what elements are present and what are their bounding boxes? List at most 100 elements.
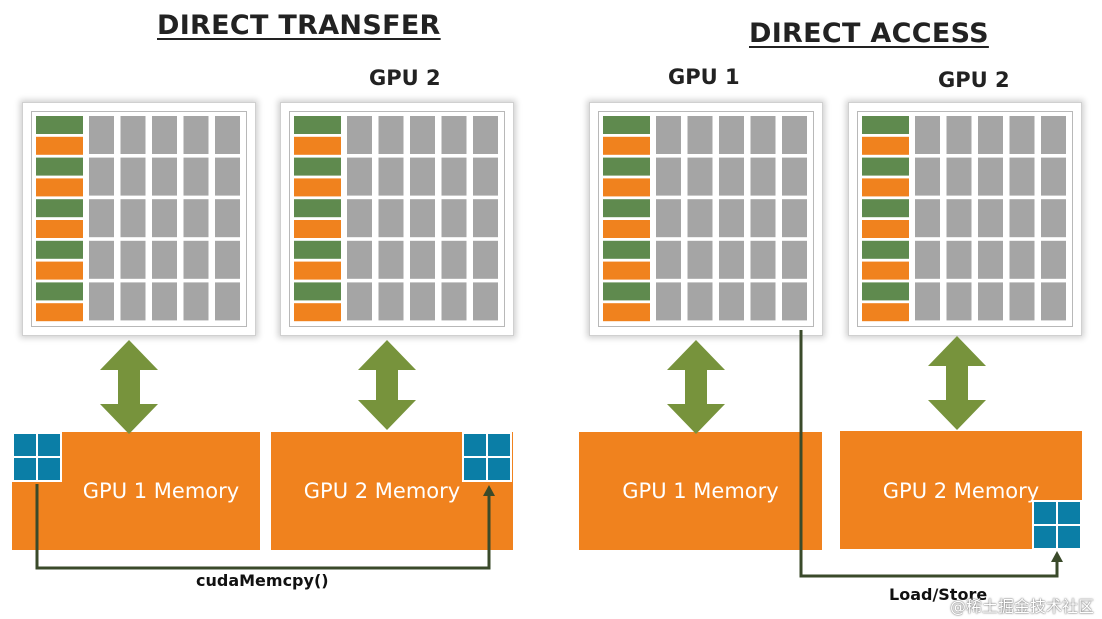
core-cell	[441, 116, 467, 154]
core-cell	[473, 157, 498, 196]
core-cell	[473, 240, 498, 279]
core-cell	[750, 116, 776, 154]
core-cell	[183, 282, 209, 321]
core-cell	[656, 240, 681, 279]
core-cell	[410, 116, 435, 154]
source-data-block	[12, 432, 62, 482]
core-cell	[183, 199, 209, 238]
control-unit-cell	[603, 116, 650, 134]
cudamemcpy-label: cudaMemcpy()	[196, 571, 329, 590]
core-cell	[473, 116, 498, 154]
core-cell	[1041, 116, 1066, 154]
core-cell	[347, 199, 372, 238]
core-cell	[782, 240, 807, 279]
core-cell	[441, 199, 467, 238]
dest-data-block	[462, 432, 512, 482]
cache-cell	[294, 220, 341, 238]
load-store-arrowhead	[1051, 551, 1063, 562]
core-cell	[215, 157, 240, 196]
control-unit-cell	[36, 157, 83, 176]
core-cell	[120, 282, 146, 321]
core-cell	[782, 199, 807, 238]
core-cell	[915, 282, 940, 321]
core-cell	[1009, 199, 1035, 238]
left-gpu2-chip	[280, 102, 514, 336]
core-cell	[978, 240, 1003, 279]
core-cell	[347, 116, 372, 154]
direct-transfer-title: DIRECT TRANSFER	[157, 10, 441, 41]
left-gpu2-core-grid	[294, 116, 498, 322]
core-cell	[89, 282, 114, 321]
control-unit-cell	[294, 157, 341, 176]
cache-cell	[36, 136, 83, 155]
core-cell	[378, 199, 404, 238]
core-cell	[719, 157, 744, 196]
control-unit-cell	[603, 199, 650, 218]
core-cell	[978, 116, 1003, 154]
core-cell	[719, 240, 744, 279]
core-cell	[750, 240, 776, 279]
control-unit-cell	[603, 157, 650, 176]
cache-cell	[862, 178, 909, 197]
control-unit-cell	[36, 116, 83, 134]
core-cell	[120, 116, 146, 154]
core-cell	[473, 282, 498, 321]
core-cell	[1041, 240, 1066, 279]
core-cell	[120, 240, 146, 279]
right-gpu2-core-grid	[862, 116, 1066, 322]
core-cell	[1009, 116, 1035, 154]
right-gpu2-label: GPU 2	[938, 68, 1010, 92]
core-cell	[89, 240, 114, 279]
core-cell	[656, 282, 681, 321]
left-gpu2-memory-label: GPU 2 Memory	[303, 479, 461, 503]
cache-cell	[36, 303, 83, 322]
core-cell	[378, 157, 404, 196]
core-cell	[782, 157, 807, 196]
core-cell	[120, 199, 146, 238]
core-cell	[1009, 282, 1035, 321]
core-cell	[915, 157, 940, 196]
core-cell	[687, 116, 713, 154]
control-unit-cell	[294, 282, 341, 301]
core-cell	[946, 199, 972, 238]
core-cell	[687, 157, 713, 196]
core-cell	[152, 199, 177, 238]
cache-cell	[862, 261, 909, 280]
core-cell	[89, 199, 114, 238]
core-cell	[152, 116, 177, 154]
core-cell	[719, 199, 744, 238]
control-unit-cell	[862, 199, 909, 218]
core-cell	[915, 199, 940, 238]
control-unit-cell	[862, 282, 909, 301]
core-cell	[978, 282, 1003, 321]
control-unit-cell	[862, 240, 909, 259]
core-cell	[719, 116, 744, 154]
core-cell	[410, 282, 435, 321]
cache-cell	[294, 178, 341, 197]
left-gpu2-double-arrow	[358, 340, 416, 430]
core-cell	[1009, 240, 1035, 279]
core-cell	[410, 240, 435, 279]
core-cell	[378, 116, 404, 154]
cudamemcpy-path	[35, 484, 491, 570]
right-gpu1-label: GPU 1	[668, 65, 740, 89]
cache-cell	[36, 261, 83, 280]
control-unit-cell	[603, 240, 650, 259]
core-cell	[915, 240, 940, 279]
core-cell	[215, 240, 240, 279]
right-gpu1-core-grid	[603, 116, 807, 322]
control-unit-cell	[36, 240, 83, 259]
core-cell	[183, 240, 209, 279]
core-cell	[656, 199, 681, 238]
core-cell	[183, 116, 209, 154]
core-cell	[782, 282, 807, 321]
cache-cell	[603, 261, 650, 280]
core-cell	[687, 282, 713, 321]
cache-cell	[603, 136, 650, 155]
cache-cell	[294, 261, 341, 280]
control-unit-cell	[294, 116, 341, 134]
core-cell	[89, 157, 114, 196]
cache-cell	[603, 220, 650, 238]
core-cell	[410, 199, 435, 238]
core-cell	[347, 157, 372, 196]
